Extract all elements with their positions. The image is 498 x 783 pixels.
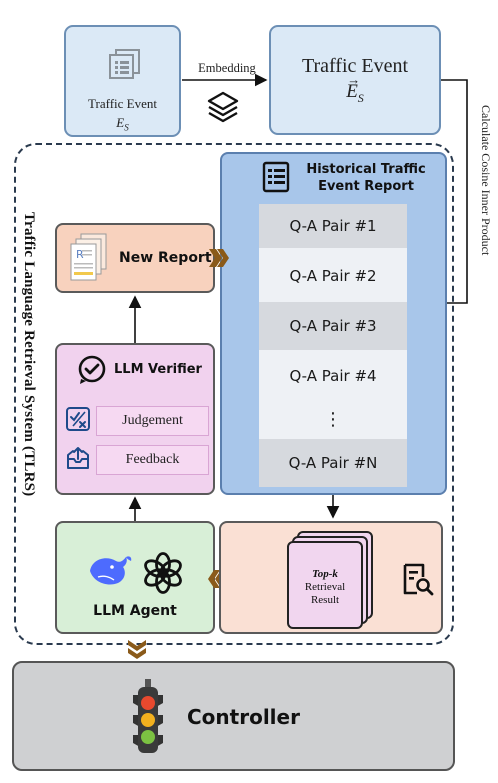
llm-verifier-title: LLM Verifier — [114, 362, 202, 377]
retrieval-line3: Result — [310, 594, 340, 606]
judgement-pill: Judgement — [96, 406, 209, 436]
vector-subscript: S — [357, 90, 364, 105]
historical-title-line1: Historical Traffic — [306, 162, 426, 177]
document-list-icon — [109, 49, 140, 79]
llm-agent-label: LLM Agent — [93, 603, 177, 619]
openai-logo-icon — [144, 552, 182, 594]
traffic-event-box: Traffic Event ES — [64, 25, 181, 137]
cosine-label: Calculate Cosine Inner Product — [479, 105, 493, 256]
traffic-event-embedding-symbol: → ES — [271, 72, 439, 106]
document-search-icon — [403, 563, 434, 596]
vector-arrow-glyph: → — [347, 72, 361, 87]
controller-box — [12, 661, 455, 771]
traffic-event-embedding-box: Traffic Event → ES — [269, 25, 441, 135]
traffic-event-symbol: ES — [66, 115, 179, 133]
retrieval-line2: Retrieval — [304, 581, 346, 593]
judgement-icon — [66, 407, 90, 431]
retrieval-topk: Top-k — [312, 568, 338, 580]
embedding-label: Embedding — [198, 61, 256, 75]
layers-icon — [207, 91, 239, 123]
new-report-box: R New Report — [55, 223, 215, 293]
qa-pair: Q-A Pair #4 — [259, 352, 407, 400]
qa-pair-last: Q-A Pair #N — [259, 439, 407, 487]
tlrs-label: Traffic Language Retrieval System (TLRS) — [21, 212, 37, 497]
chevron-down-icon — [128, 640, 146, 659]
historical-title-line2: Event Report — [318, 179, 414, 194]
controller-label: Controller — [187, 705, 300, 729]
traffic-event-embedding-title: Traffic Event — [301, 55, 409, 77]
qa-ellipsis: ⋮ — [259, 402, 407, 436]
llm-agent-box — [55, 521, 215, 634]
report-doc-letter: R — [76, 248, 84, 261]
new-report-label: New Report — [119, 250, 212, 266]
feedback-pill: Feedback — [96, 445, 209, 475]
feedback-icon — [67, 447, 89, 469]
qa-pair: Q-A Pair #1 — [259, 204, 407, 248]
symbol-subscript: S — [124, 122, 129, 133]
symbol-letter: E — [116, 115, 125, 130]
traffic-event-title: Traffic Event — [88, 96, 157, 111]
report-document-icon: R — [70, 233, 107, 281]
verified-check-icon — [78, 355, 106, 384]
chevron-right-icon — [209, 249, 229, 267]
qa-pair: Q-A Pair #2 — [259, 252, 407, 300]
retrieval-card-front — [287, 541, 363, 629]
traffic-light-icon — [133, 679, 163, 753]
deepseek-whale-icon — [90, 556, 132, 585]
report-list-icon — [262, 161, 290, 193]
vector-letter: E — [346, 81, 358, 102]
tlrs-container — [14, 143, 454, 645]
qa-pair: Q-A Pair #3 — [259, 302, 407, 350]
